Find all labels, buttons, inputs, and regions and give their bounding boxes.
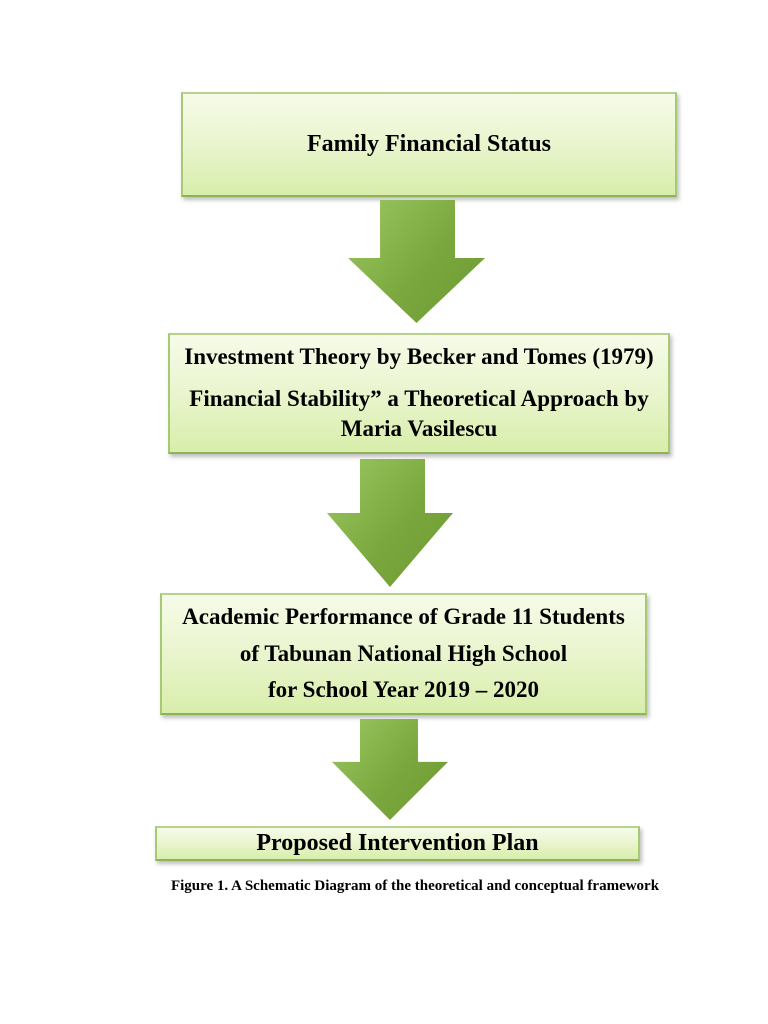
down-arrow-icon-1 [348, 200, 485, 323]
down-arrow-icon-2 [327, 459, 453, 587]
box-academic-performance-line-3: for School Year 2019 – 2020 [267, 677, 540, 703]
box-proposed-intervention-plan: Proposed Intervention Plan [155, 826, 640, 861]
figure-caption: Figure 1. A Schematic Diagram of the the… [170, 878, 660, 894]
box-theoretical-basis-line-3: Maria Vasilescu [340, 416, 498, 442]
box-family-financial-status-text: Family Financial Status [306, 131, 552, 157]
down-arrow-icon-3 [332, 719, 448, 820]
box-family-financial-status: Family Financial Status [181, 92, 677, 197]
box-academic-performance-line-1: Academic Performance of Grade 11 Student… [182, 603, 625, 629]
box-theoretical-basis-line-2: Financial Stability” a Theoretical Appro… [189, 385, 649, 411]
box-academic-performance-line-2: of Tabunan National High School [239, 640, 568, 666]
box-academic-performance: Academic Performance of Grade 11 Student… [160, 593, 647, 715]
box-theoretical-basis: Investment Theory by Becker and Tomes (1… [168, 333, 670, 454]
box-theoretical-basis-line-1: Investment Theory by Becker and Tomes (1… [184, 344, 654, 370]
box-proposed-intervention-plan-text: Proposed Intervention Plan [256, 830, 539, 856]
